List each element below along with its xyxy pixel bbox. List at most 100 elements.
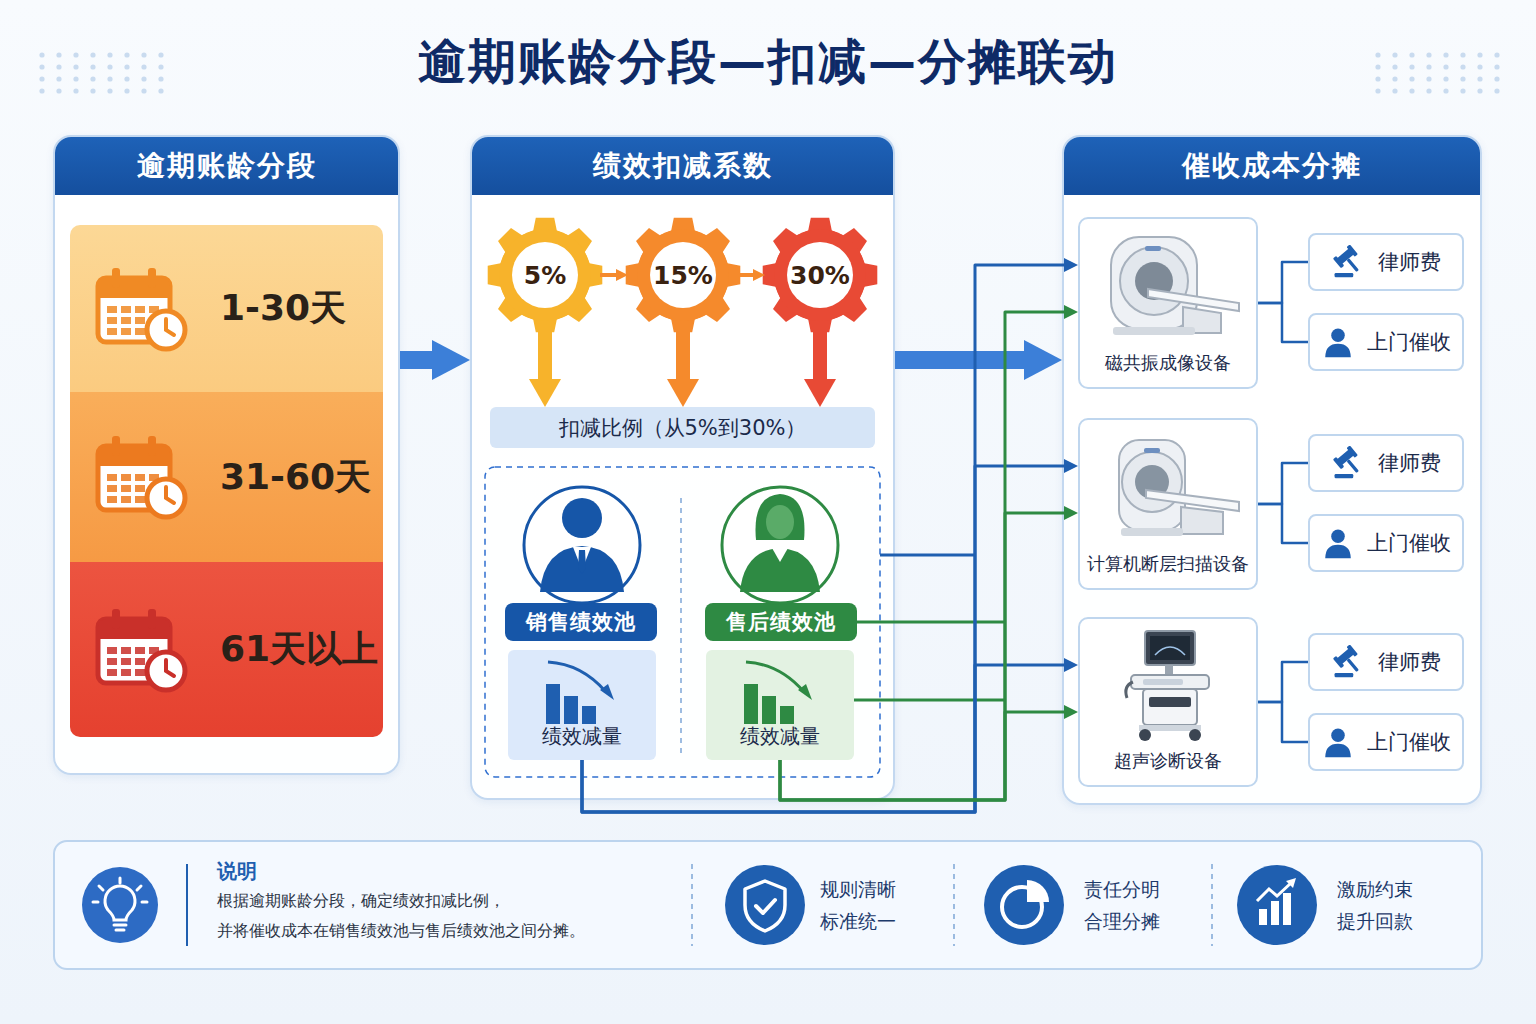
decor-shape xyxy=(121,658,131,665)
decor-shape xyxy=(1426,52,1431,57)
decor-shape xyxy=(93,878,147,930)
decor-shape xyxy=(600,684,614,700)
connector-arrow xyxy=(780,312,1064,800)
decor-shape xyxy=(1181,507,1223,534)
person-icon xyxy=(1321,725,1355,759)
connector-arrow xyxy=(676,330,690,379)
decor-shape xyxy=(107,317,117,324)
cost-item: 律师费 xyxy=(1378,248,1441,276)
decor-shape xyxy=(124,64,129,69)
panel-heading: 催收成本分摊 xyxy=(1064,137,1480,195)
reduction-box: 绩效减量 xyxy=(508,650,656,760)
decor-shape xyxy=(756,494,805,540)
person-icon xyxy=(1321,526,1355,560)
decor-shape xyxy=(1460,64,1465,69)
decor-shape xyxy=(107,658,117,665)
decor-shape xyxy=(1257,878,1296,925)
decor-shape xyxy=(166,319,174,335)
decor-shape xyxy=(1346,245,1357,257)
decor-shape xyxy=(107,306,117,313)
decor-shape xyxy=(135,317,145,324)
decor-shape xyxy=(56,88,61,93)
decor-shape xyxy=(1334,673,1353,677)
decor-shape xyxy=(1325,545,1351,559)
decor-shape xyxy=(798,684,812,700)
decor-shape xyxy=(73,88,78,93)
decor-shape xyxy=(1122,452,1182,512)
decor-shape xyxy=(148,609,156,629)
decor-shape xyxy=(1189,729,1201,741)
decor-shape xyxy=(1332,245,1365,278)
decor-shape xyxy=(1150,636,1190,660)
principle-text: 激励约束 提升回款 xyxy=(1337,873,1433,937)
connector-arrow xyxy=(538,330,552,379)
decor-shape xyxy=(1286,878,1296,888)
device-illustration xyxy=(1093,229,1243,344)
decor-shape xyxy=(93,878,147,902)
decor-shape xyxy=(121,647,131,654)
decor-shape xyxy=(73,52,78,57)
decor-shape xyxy=(1113,327,1195,335)
aging-band: 31-60天 xyxy=(70,392,383,562)
decor-dots xyxy=(0,0,1536,130)
decor-shape xyxy=(147,311,185,349)
decor-shape xyxy=(1143,679,1183,685)
device-illustration xyxy=(1093,430,1243,545)
decor-shape xyxy=(107,474,117,481)
decor-shape xyxy=(854,699,1005,702)
decor-shape xyxy=(1375,64,1380,69)
decor-shape xyxy=(107,669,117,676)
decor-shape xyxy=(1334,474,1353,478)
connector-arrow xyxy=(400,351,432,369)
decor-shape xyxy=(762,696,776,724)
decor-shape xyxy=(39,52,44,57)
decor-shape xyxy=(1346,446,1357,458)
decor-shape xyxy=(98,446,170,466)
connector-arrow xyxy=(1258,262,1308,303)
decor-shape xyxy=(499,229,591,321)
reduction-box: 绩效减量 xyxy=(706,650,854,760)
decor-shape xyxy=(546,684,560,724)
deduction-rate: 15% xyxy=(653,261,713,290)
decor-shape xyxy=(1346,258,1358,272)
principle-text: 规则清晰 标准统一 xyxy=(820,873,916,937)
decor-shape xyxy=(107,76,112,81)
cost-box: 上门催收 xyxy=(1308,713,1464,771)
decor-shape xyxy=(121,328,131,335)
decor-shape xyxy=(1460,52,1465,57)
decor-shape xyxy=(680,498,682,755)
decor-shape xyxy=(166,660,174,676)
decor-shape xyxy=(1271,901,1279,925)
decor-shape xyxy=(745,881,785,931)
decor-shape xyxy=(1460,76,1465,81)
decor-shape xyxy=(1409,76,1414,81)
decor-shape xyxy=(1375,88,1380,93)
ratio-box: 扣减比例（从5%到30%） xyxy=(490,407,875,448)
decor-shape xyxy=(1259,909,1267,925)
decor-shape xyxy=(740,548,820,592)
decor-shape xyxy=(1149,697,1191,707)
connector-arrow xyxy=(1258,303,1308,342)
device-illustration xyxy=(1093,629,1243,744)
connector-arrow xyxy=(813,330,827,379)
gavel-icon xyxy=(1332,245,1366,279)
bar-chart-icon xyxy=(706,654,854,729)
device-box: 计算机断层扫描设备 xyxy=(1078,418,1258,590)
cost-box: 上门催收 xyxy=(1308,313,1464,371)
cost-box: 律师费 xyxy=(1308,633,1464,691)
decor-shape xyxy=(1139,729,1151,741)
decor-shape xyxy=(1121,528,1183,536)
panel-heading: 逾期账龄分段 xyxy=(55,137,398,195)
decor-shape xyxy=(121,317,131,324)
decor-shape xyxy=(512,242,578,308)
decor-shape xyxy=(485,467,880,777)
decor-shape xyxy=(763,218,878,333)
decor-shape xyxy=(124,52,129,57)
decor-shape xyxy=(112,609,120,629)
diagram-title: 逾期账龄分段—扣减—分摊联动 xyxy=(0,30,1536,94)
decor-shape xyxy=(98,619,170,639)
deduction-rate: 5% xyxy=(524,261,566,290)
decor-shape xyxy=(1375,76,1380,81)
